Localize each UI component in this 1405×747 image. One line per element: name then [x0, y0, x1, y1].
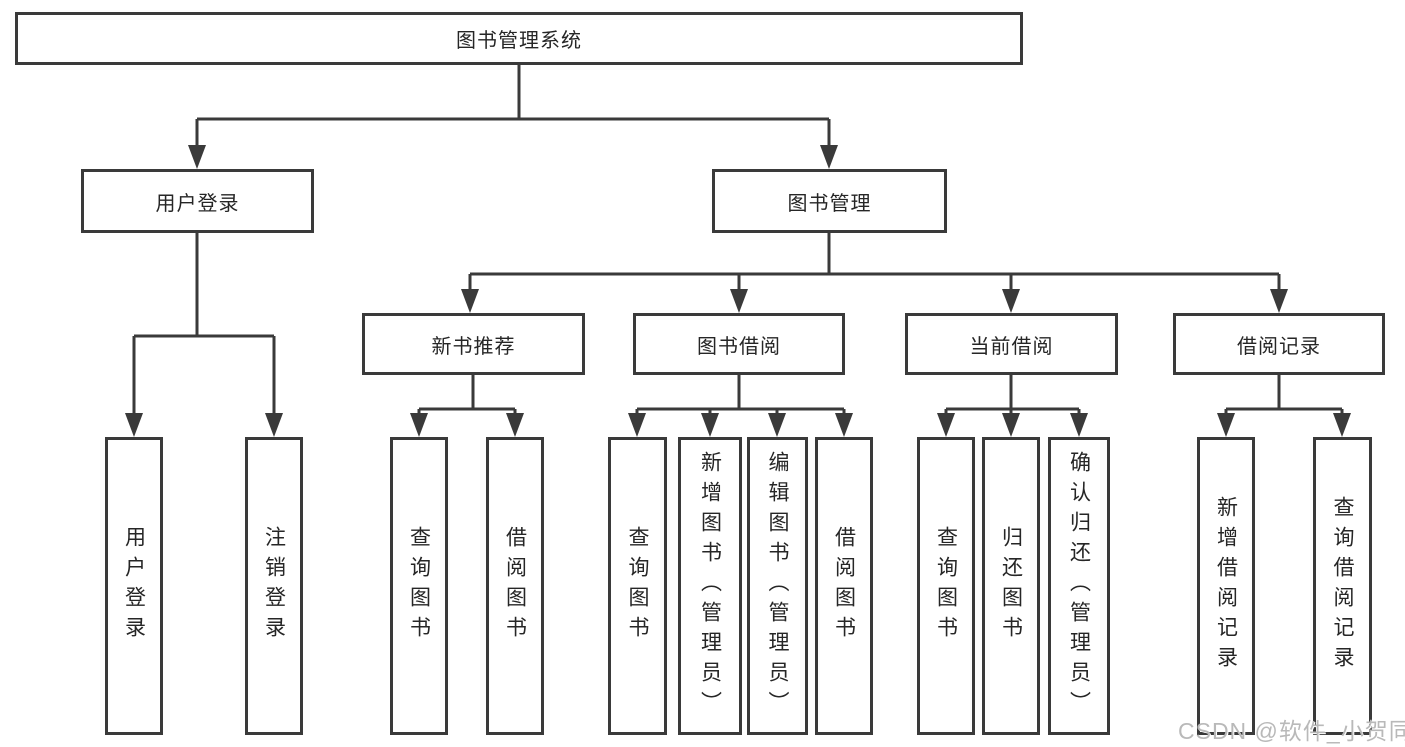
leaf-user-login: 用户登录 [105, 437, 163, 735]
leaf-nb-borrow-books: 借阅图书 [486, 437, 544, 735]
node-user-login: 用户登录 [81, 169, 314, 233]
leaf-nb-borrow-books-label: 借阅图书 [503, 526, 527, 646]
leaf-cb-confirm-return-admin-label: 确认归还（管理员） [1067, 451, 1091, 721]
node-book-management: 图书管理 [712, 169, 947, 233]
leaf-logout-label: 注销登录 [262, 526, 286, 646]
leaf-nb-query-books-label: 查询图书 [407, 526, 431, 646]
node-current-borrowing: 当前借阅 [905, 313, 1118, 375]
leaf-br-add-record: 新增借阅记录 [1197, 437, 1255, 735]
leaf-logout: 注销登录 [245, 437, 303, 735]
leaf-user-login-label: 用户登录 [122, 526, 146, 646]
leaf-bb-edit-books-admin-label: 编辑图书（管理员） [766, 451, 789, 721]
leaf-cb-query-books-label: 查询图书 [934, 526, 958, 646]
leaf-nb-query-books: 查询图书 [390, 437, 448, 735]
leaf-bb-borrow-books: 借阅图书 [815, 437, 873, 735]
csdn-watermark: CSDN @软件_小贺同学 [1178, 718, 1405, 744]
node-new-book-recommend: 新书推荐 [362, 313, 585, 375]
leaf-cb-return-books-label: 归还图书 [999, 526, 1023, 646]
leaf-bb-add-books-admin-label: 新增图书（管理员） [698, 451, 722, 721]
node-root: 图书管理系统 [15, 12, 1023, 65]
leaf-bb-add-books-admin: 新增图书（管理员） [678, 437, 742, 735]
leaf-bb-borrow-books-label: 借阅图书 [832, 526, 856, 646]
leaf-br-query-record-label: 查询借阅记录 [1331, 496, 1354, 676]
leaf-bb-edit-books-admin: 编辑图书（管理员） [747, 437, 808, 735]
leaf-br-add-record-label: 新增借阅记录 [1214, 496, 1238, 676]
leaf-bb-query-books-label: 查询图书 [626, 526, 649, 646]
leaf-cb-confirm-return-admin: 确认归还（管理员） [1048, 437, 1110, 735]
leaf-br-query-record: 查询借阅记录 [1313, 437, 1372, 735]
leaf-cb-return-books: 归还图书 [982, 437, 1040, 735]
node-book-borrowing: 图书借阅 [633, 313, 845, 375]
node-borrowing-records: 借阅记录 [1173, 313, 1385, 375]
leaf-bb-query-books: 查询图书 [608, 437, 667, 735]
arrowheads [125, 145, 1351, 437]
leaf-cb-query-books: 查询图书 [917, 437, 975, 735]
connector-path [132, 65, 1344, 415]
